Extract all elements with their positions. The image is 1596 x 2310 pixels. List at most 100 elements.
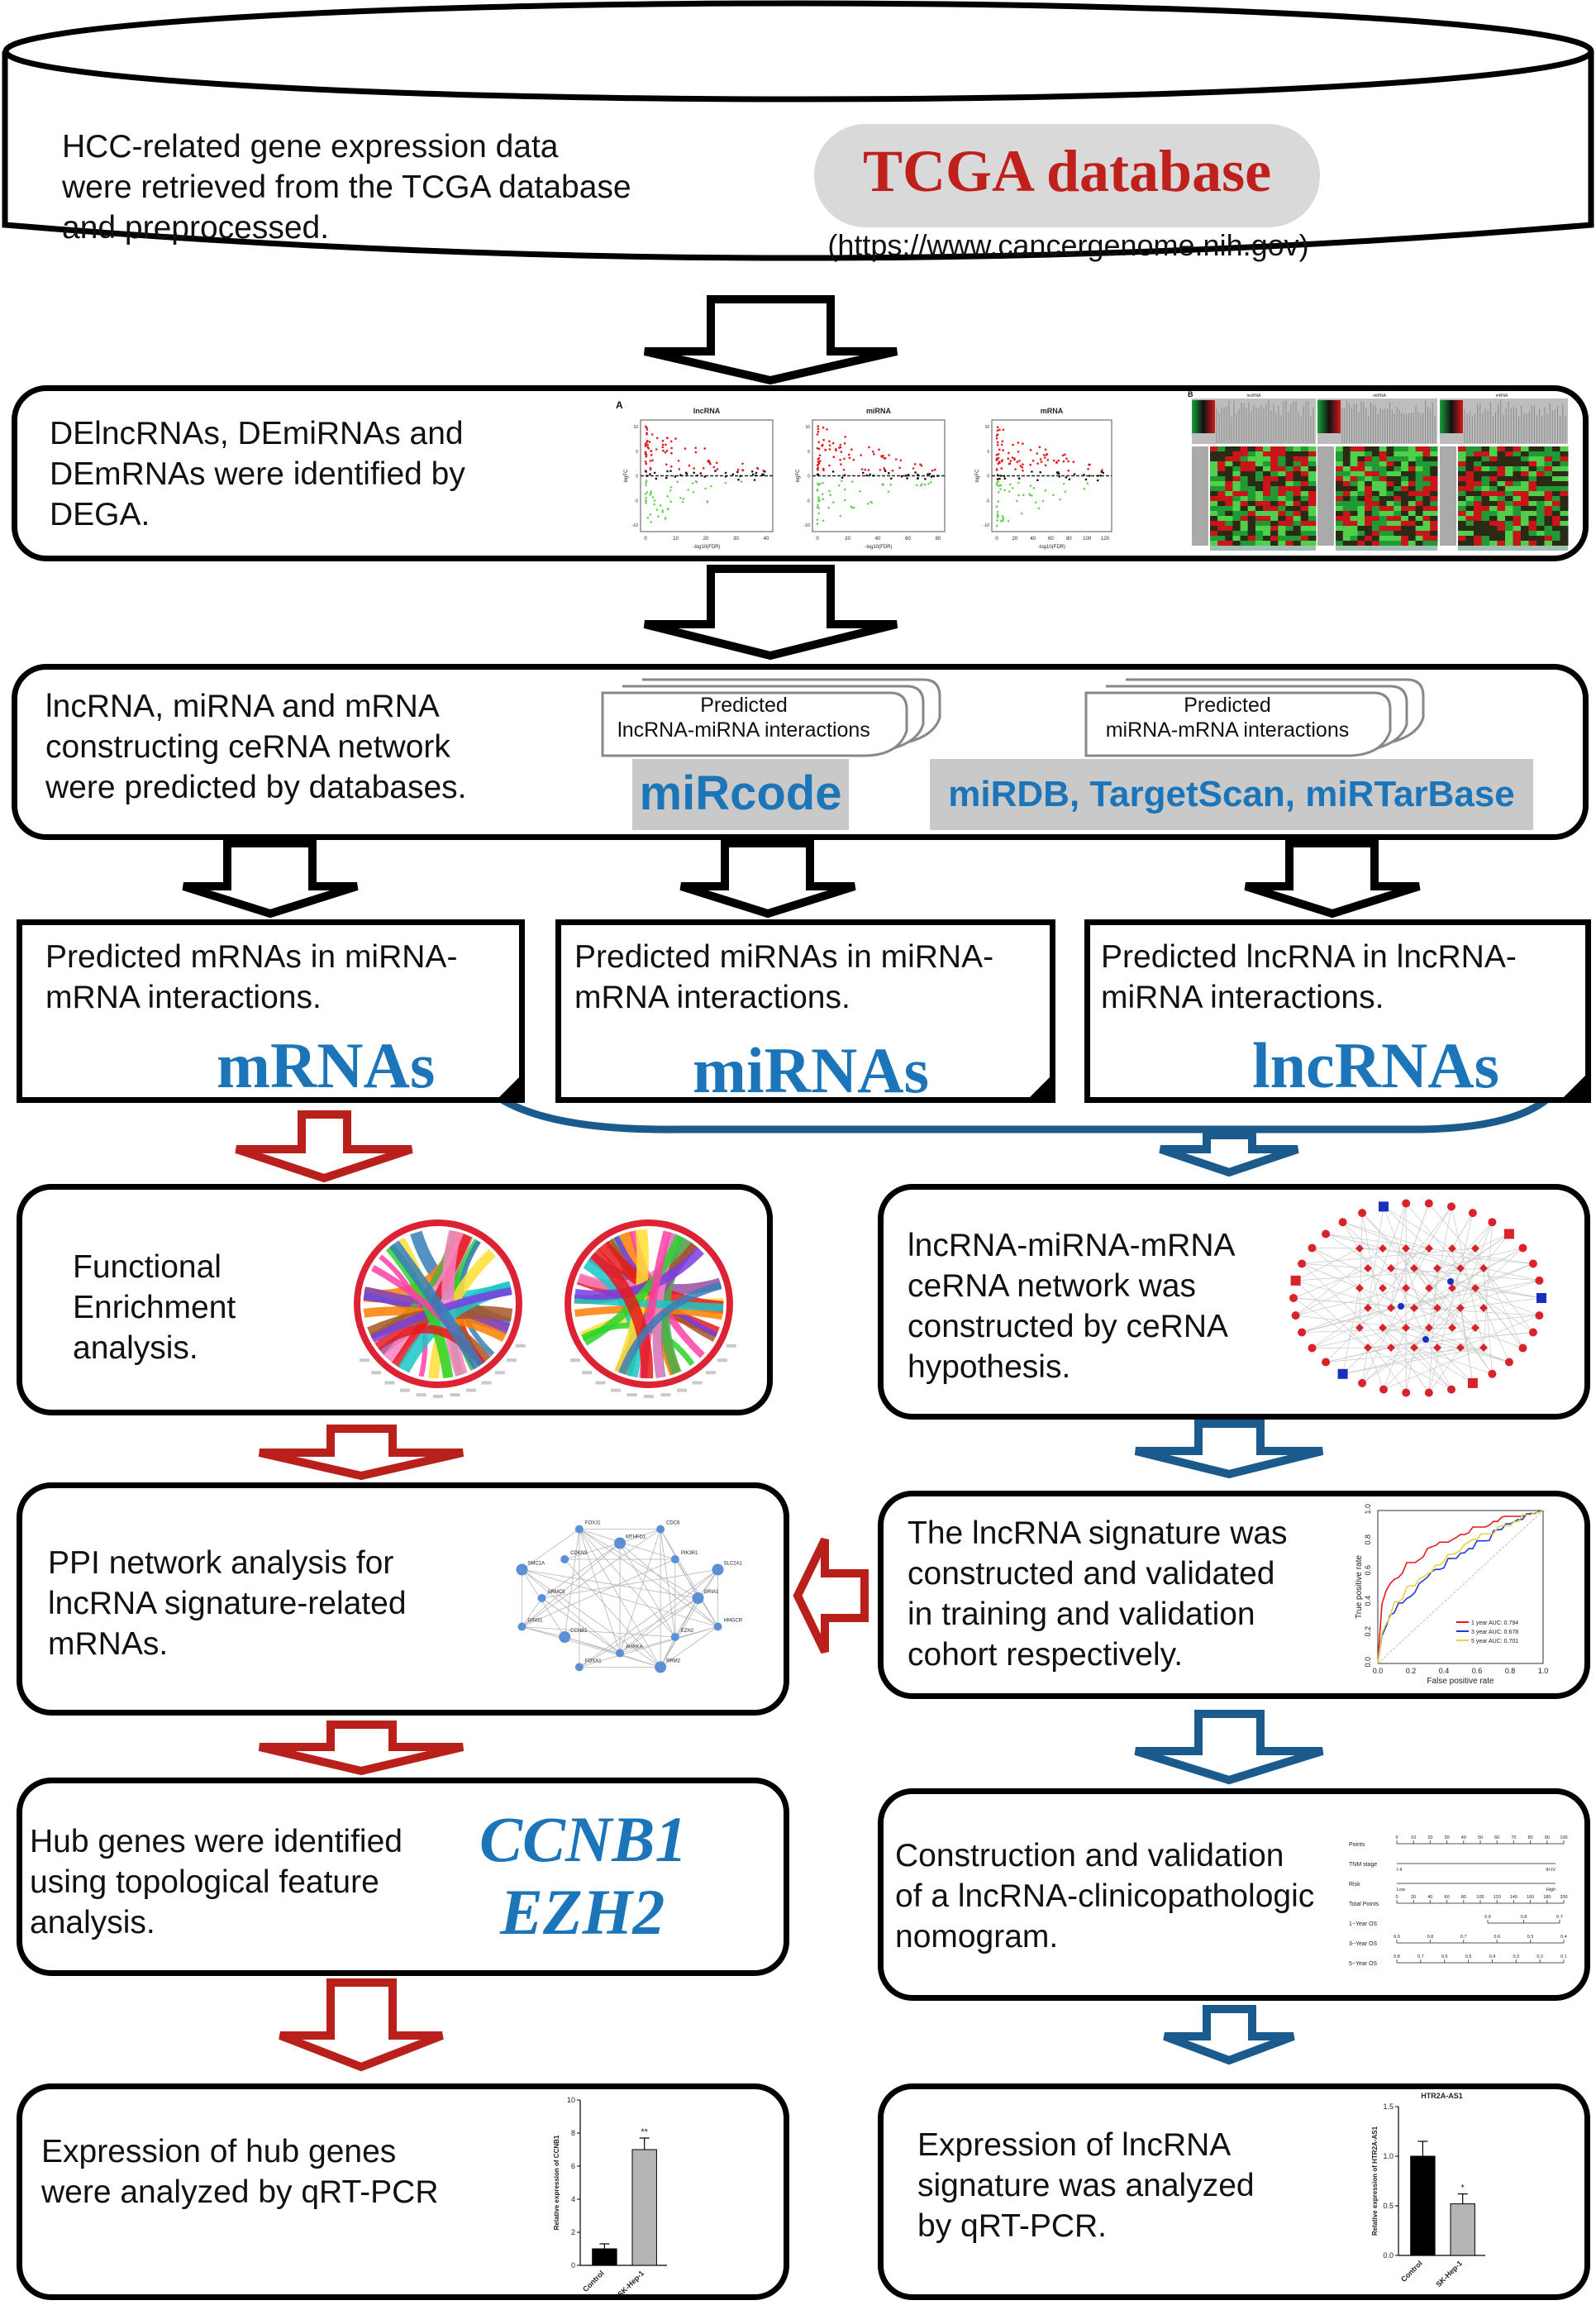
- predicted-mrnas-text: Predicted mRNAs in miRNA- mRNA interacti…: [45, 939, 458, 1015]
- ppi-node: [516, 1563, 528, 1576]
- roc-ytick: 0.2: [1364, 1626, 1372, 1637]
- volcano-point: [864, 468, 867, 471]
- heatmap-cell: [1240, 531, 1249, 537]
- heatmap-cell: [1394, 516, 1402, 522]
- volcano-point: [1001, 440, 1004, 442]
- heatmap-cell: [1474, 491, 1482, 497]
- volcano-ytick: -5: [986, 499, 990, 504]
- network-mrna-node: [1358, 1378, 1367, 1387]
- network-edge: [1361, 1212, 1430, 1289]
- heatmap-cell: [1365, 451, 1373, 457]
- bar-significance: **: [641, 2127, 648, 2137]
- nomogram-tick-label: 0.7: [1556, 1915, 1563, 1920]
- network-edge: [1325, 1327, 1360, 1363]
- heatmap-cell: [1386, 481, 1394, 487]
- heatmap-cell: [1544, 456, 1553, 462]
- heatmap-cell: [1497, 526, 1506, 532]
- heatmap-cell: [1474, 536, 1482, 542]
- roc-ytick: 0.6: [1364, 1565, 1372, 1576]
- heatmap-cell: [1474, 486, 1482, 492]
- volcano-xtick: 120: [1101, 537, 1110, 542]
- network-edge: [1413, 1347, 1493, 1375]
- heatmap-cell: [1308, 496, 1317, 502]
- heatmap-cell: [1394, 456, 1402, 462]
- network-mirna-node: [1402, 1244, 1410, 1253]
- volcano-point: [904, 475, 908, 477]
- heatmap-cell: [1240, 506, 1249, 512]
- network-edge: [1475, 1234, 1510, 1249]
- heatmap-cell: [1401, 531, 1409, 537]
- heatmap-cell: [1422, 506, 1431, 512]
- heatmap-cell: [1513, 476, 1522, 482]
- heatmap-cell: [1430, 466, 1438, 472]
- heatmap-cell: [1560, 446, 1569, 452]
- volcano-point: [661, 509, 664, 512]
- heatmap-cell: [1379, 456, 1387, 462]
- chord-tick: [416, 1393, 426, 1397]
- heatmap-cell: [1270, 481, 1279, 487]
- heatmap-cell: [1544, 491, 1553, 497]
- volcano-point: [1007, 520, 1010, 523]
- volcano-point: [898, 466, 901, 470]
- bar: [592, 2248, 617, 2266]
- heatmap-cell: [1365, 521, 1373, 527]
- heatmap-cell: [1232, 456, 1241, 462]
- heatmap-cell: [1379, 451, 1387, 457]
- chord-tick: [726, 1344, 736, 1348]
- heatmap-cell: [1536, 456, 1545, 462]
- network-mrna-node: [1447, 1385, 1455, 1394]
- network-edge: [1475, 1287, 1510, 1363]
- volcano-point: [1000, 467, 1003, 470]
- volcano-point: [927, 482, 930, 485]
- bar-ytick-label: 1.5: [1383, 2102, 1394, 2111]
- heatmap-cell: [1308, 461, 1317, 467]
- heatmap-cell: [1255, 506, 1264, 512]
- volcano-point: [1016, 461, 1018, 463]
- heatmap-cell: [1386, 496, 1394, 502]
- heatmap-cell: [1379, 541, 1387, 546]
- chord-outer-ring: [354, 1219, 522, 1388]
- heatmap-cell: [1308, 511, 1317, 517]
- network-edge: [1359, 1327, 1407, 1393]
- volcano-point: [670, 451, 673, 455]
- volcano-point: [724, 481, 727, 484]
- heatmap-cell: [1489, 461, 1498, 467]
- heatmap-cell: [1255, 476, 1264, 482]
- heatmap-cell: [1422, 526, 1431, 532]
- ppi-edge: [522, 1569, 565, 1638]
- heatmap-cell: [1308, 526, 1317, 532]
- db1-label: miRcode: [639, 766, 842, 820]
- heatmap-cell: [1544, 516, 1553, 522]
- heatmap-cell: [1300, 471, 1309, 477]
- heatmap-cell: [1217, 531, 1226, 537]
- heatmap-cell: [1350, 536, 1358, 542]
- volcano-xtick: 20: [845, 537, 850, 542]
- chord-tick: [515, 1344, 526, 1348]
- heatmap-cell: [1217, 466, 1226, 472]
- heatmap-cell: [1379, 491, 1387, 497]
- volcano-point: [928, 472, 931, 475]
- volcano-point: [822, 426, 825, 429]
- heatmap-cell: [1293, 541, 1302, 546]
- volcano-point: [694, 451, 698, 454]
- heatmap-cell: [1300, 466, 1309, 472]
- volcano-point: [693, 467, 695, 470]
- arrow-red-left: [793, 1537, 869, 1654]
- volcano-point: [650, 521, 653, 523]
- volcano-point: [816, 488, 819, 491]
- network-edge: [1383, 1307, 1461, 1390]
- heatmap-cell: [1270, 471, 1279, 477]
- heatmap-cell: [1379, 481, 1387, 487]
- volcano-point: [1083, 487, 1086, 490]
- nomogram-tick-label: 0.9: [1484, 1915, 1491, 1920]
- heatmap-cell: [1379, 486, 1387, 492]
- heatmap-cell: [1278, 516, 1286, 522]
- network-edge: [1359, 1213, 1363, 1329]
- volcano-point: [831, 441, 835, 445]
- volcano-point: [840, 463, 842, 465]
- heatmap-cell: [1401, 481, 1409, 487]
- heatmap-cell: [1247, 471, 1256, 477]
- heatmap-cell: [1528, 521, 1537, 527]
- heatmap-cell: [1497, 451, 1506, 457]
- volcano-point: [1102, 471, 1104, 475]
